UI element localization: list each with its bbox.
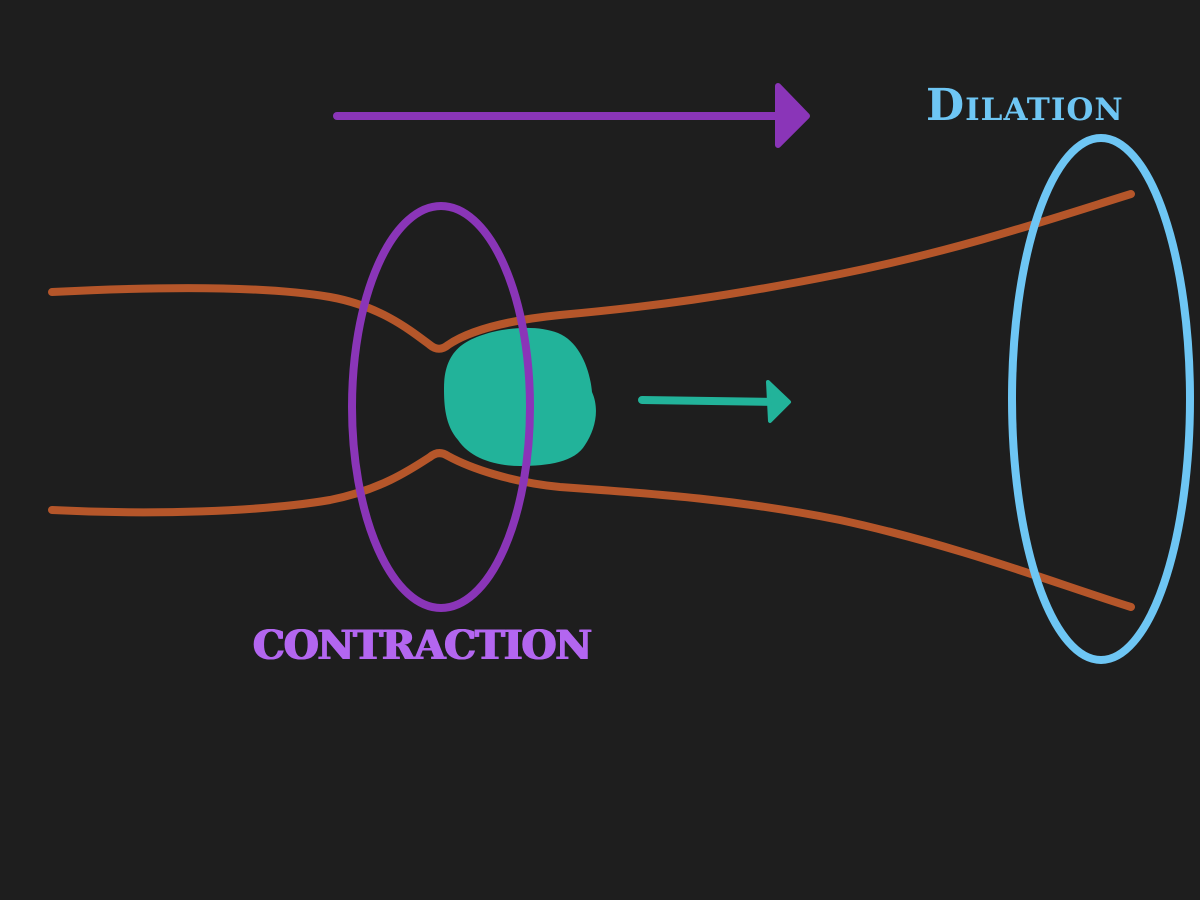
dilation-label: Dilation — [926, 80, 1124, 131]
upper-vessel-wall — [48, 190, 1135, 353]
lower-vessel-wall — [48, 449, 1135, 611]
food-bolus — [444, 327, 596, 466]
direction-arrow-head — [775, 83, 810, 148]
bolus-arrow-shaft — [638, 396, 784, 406]
contraction-label: CONTRACTION — [253, 622, 592, 669]
bolus-arrow-head — [766, 380, 791, 423]
contraction-ring — [348, 202, 534, 612]
dilation-ring — [1008, 134, 1194, 664]
